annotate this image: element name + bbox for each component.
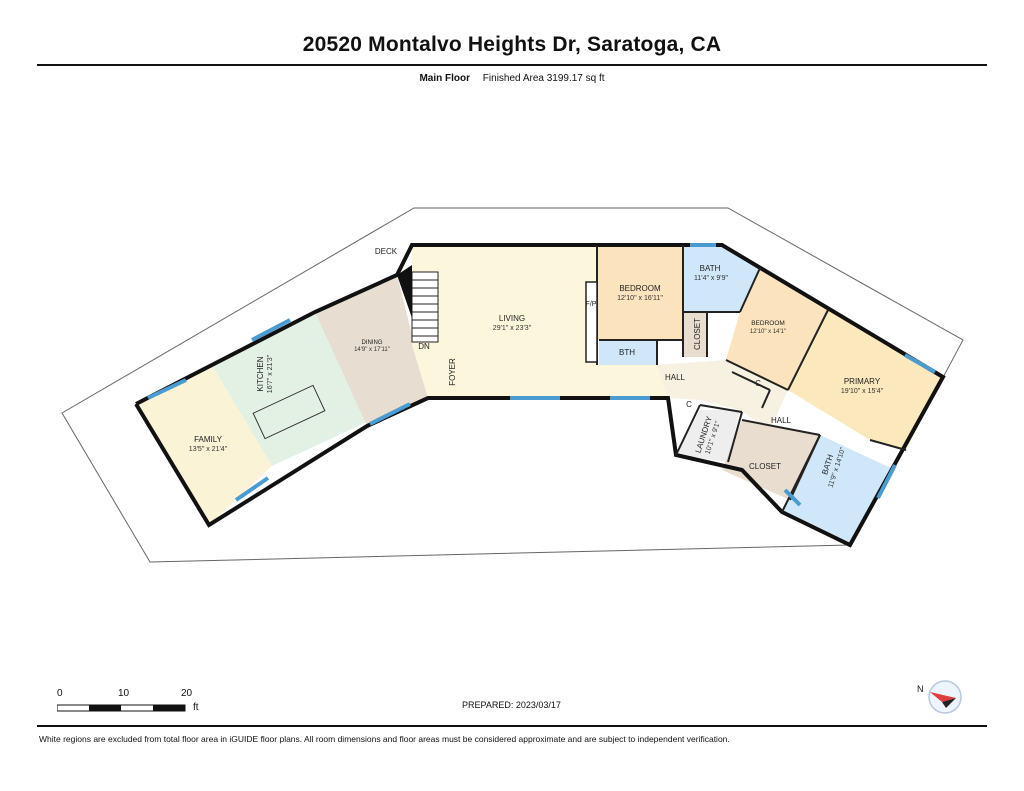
- finished-area: Finished Area 3199.17 sq ft: [482, 73, 605, 84]
- bath1-dims: 11'4" x 9'9": [694, 275, 728, 282]
- compass: N: [912, 678, 968, 718]
- scale-bar: 0 10 20 ft: [50, 688, 210, 718]
- room-bath-2: [782, 435, 895, 545]
- scale-tick-0: 0: [57, 688, 63, 699]
- kitchen-island: [252, 384, 326, 440]
- bedroom1-dims: 12'10" x 16'11": [617, 295, 663, 302]
- room-primary: [788, 310, 943, 450]
- floor-name: Main Floor: [419, 73, 471, 84]
- bedroom2-dims: 12'10" x 14'1": [750, 329, 786, 335]
- hall1-label: HALL: [665, 373, 686, 382]
- room-bedroom-1: [597, 245, 683, 340]
- interior-walls: [596, 245, 907, 513]
- room-bath-1: [683, 245, 760, 312]
- dining-dims: 14'9" x 17'11": [354, 347, 390, 353]
- room-bth: [599, 340, 657, 365]
- scale-unit: ft: [193, 702, 199, 713]
- kitchen-label: KITCHEN: [256, 356, 265, 391]
- scale-tick-10: 10: [118, 688, 130, 699]
- bth-label: BTH: [619, 348, 635, 357]
- deck-label: DECK: [375, 247, 398, 256]
- living-dims: 29'1" x 23'3": [493, 325, 532, 332]
- scale-ruler: [57, 704, 186, 712]
- compass-north-letter: N: [917, 684, 924, 694]
- bath1-label: BATH: [700, 264, 721, 273]
- fireplace: [585, 281, 598, 363]
- bedroom2-label: BEDROOM: [751, 320, 785, 327]
- room-dining: [315, 275, 428, 426]
- closet2-label: CLOSET: [749, 462, 781, 471]
- primary-label: PRIMARY: [844, 377, 881, 386]
- room-hall: [657, 360, 788, 430]
- primary-dims: 19'10" x 15'4": [841, 388, 884, 395]
- windows: [147, 243, 936, 507]
- family-label: FAMILY: [194, 435, 223, 444]
- compass-rose-icon: [928, 680, 962, 714]
- scale-tick-20: 20: [181, 688, 193, 699]
- top-rule: [37, 64, 987, 66]
- room-living: [412, 245, 668, 398]
- dining-label: DINING: [362, 340, 383, 346]
- prepared-date: PREPARED: 2023/03/17: [462, 700, 561, 710]
- plan-subtitle: Main Floor Finished Area 3199.17 sq ft: [0, 73, 1024, 84]
- c1-label: C: [755, 379, 761, 388]
- closet1-label: CLOSET: [693, 318, 702, 350]
- bedroom1-label: BEDROOM: [619, 284, 661, 293]
- room-closet-1: [683, 312, 707, 357]
- room-kitchen: [213, 312, 367, 466]
- living-label: LIVING: [499, 314, 525, 323]
- dn-label: DN: [418, 342, 430, 351]
- disclaimer-footer: White regions are excluded from total fl…: [39, 734, 730, 744]
- fp-label: F/P: [586, 301, 597, 308]
- bottom-rule: [37, 725, 987, 727]
- plan-title: 20520 Montalvo Heights Dr, Saratoga, CA: [302, 33, 722, 56]
- stairs: [411, 271, 439, 343]
- room-laundry: [676, 410, 740, 462]
- family-dims: 13'5" x 21'4": [189, 446, 228, 453]
- room-closet-2: [722, 420, 820, 500]
- stair-landing: [397, 265, 412, 318]
- hall2-label: HALL: [771, 416, 792, 425]
- room-family: [136, 367, 272, 525]
- kitchen-dims: 16'7" x 21'3": [267, 354, 274, 393]
- foyer-label: FOYER: [448, 358, 457, 386]
- c2-label: C: [686, 400, 692, 409]
